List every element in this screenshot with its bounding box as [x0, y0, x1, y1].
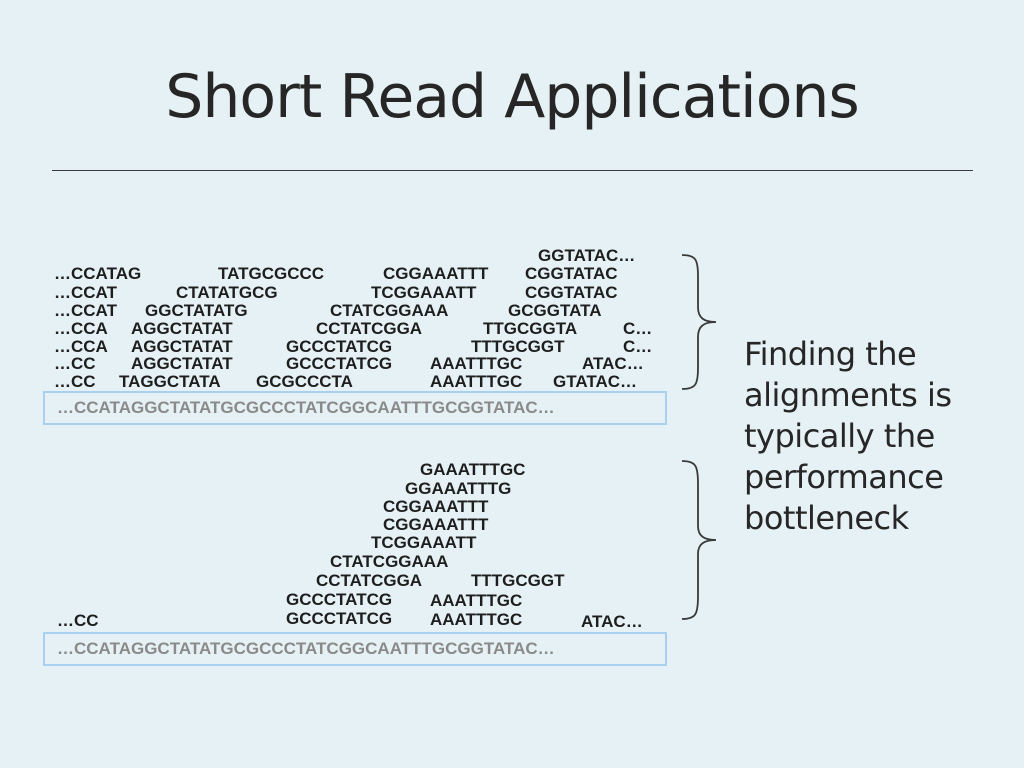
short-read: GGCTATATG [145, 301, 248, 320]
short-read: …CCA [54, 337, 108, 356]
short-read: AGGCTATAT [131, 319, 233, 338]
short-read: CCTATCGGA [316, 319, 423, 338]
short-read: AAATTTGC [430, 610, 523, 629]
short-read: AAATTTGC [430, 591, 523, 610]
short-read: TTTGCGGT [471, 337, 565, 356]
short-read: AGGCTATAT [131, 337, 233, 356]
title-divider [52, 170, 973, 171]
short-read: C… [623, 319, 653, 338]
short-read: TTTGCGGT [471, 571, 565, 590]
short-read: GCCCTATCG [286, 337, 393, 356]
reference-sequence-box: …CCATAGGCTATATGCGCCCTATCGGCAATTTGCGGTATA… [43, 391, 667, 425]
short-read: AGGCTATAT [131, 354, 233, 373]
reference-sequence: …CCATAGGCTATATGCGCCCTATCGGCAATTTGCGGTATA… [57, 639, 555, 658]
short-read: GCGCCCTA [256, 372, 353, 391]
short-read: …CC [54, 372, 96, 391]
short-read: CGGAAATTT [383, 497, 489, 516]
short-read: TAGGCTATA [119, 372, 221, 391]
short-read: CGGTATAC [525, 264, 618, 283]
short-read: AAATTTGC [430, 354, 523, 373]
short-read: …CCATAG [54, 264, 142, 283]
short-read: GGAAATTTG [405, 479, 512, 498]
reference-sequence: …CCATAGGCTATATGCGCCCTATCGGCAATTTGCGGTATA… [57, 398, 555, 417]
short-read: TTGCGGTA [483, 319, 578, 338]
short-read: CGGAAATTT [383, 264, 489, 283]
short-read: CTATCGGAAA [330, 552, 449, 571]
short-read: CGGTATAC [525, 283, 618, 302]
short-read: CCTATCGGA [316, 571, 423, 590]
right-brace-icon [681, 254, 717, 390]
short-read: …CCAT [54, 283, 117, 302]
short-read: AAATTTGC [430, 372, 523, 391]
short-read: GCCCTATCG [286, 609, 393, 628]
short-read: GCGGTATA [508, 301, 602, 320]
short-read: GCCCTATCG [286, 590, 393, 609]
short-read: GAAATTTGC [420, 460, 526, 479]
right-brace-icon [681, 460, 717, 620]
short-read: GGTATAC… [538, 246, 636, 265]
short-read: …CCA [54, 319, 108, 338]
short-read: ATAC… [582, 354, 644, 373]
caption-text: Finding the alignments is typically the … [744, 335, 952, 537]
short-read: ATAC… [581, 612, 643, 631]
short-read: …CCAT [54, 301, 117, 320]
short-read: C… [623, 337, 653, 356]
short-read: TCGGAAATT [371, 533, 477, 552]
slide-title: Short Read Applications [165, 62, 859, 132]
short-read: GCCCTATCG [286, 354, 393, 373]
short-read: …CC [54, 354, 96, 373]
reference-sequence-box: …CCATAGGCTATATGCGCCCTATCGGCAATTTGCGGTATA… [43, 632, 667, 666]
short-read: CTATATGCG [176, 283, 278, 302]
short-read: TCGGAAATT [371, 283, 477, 302]
short-read: TATGCGCCC [218, 264, 325, 283]
short-read: CTATCGGAAA [330, 301, 449, 320]
short-read: CGGAAATTT [383, 515, 489, 534]
short-read: …CC [57, 611, 99, 630]
short-read: GTATAC… [553, 372, 638, 391]
